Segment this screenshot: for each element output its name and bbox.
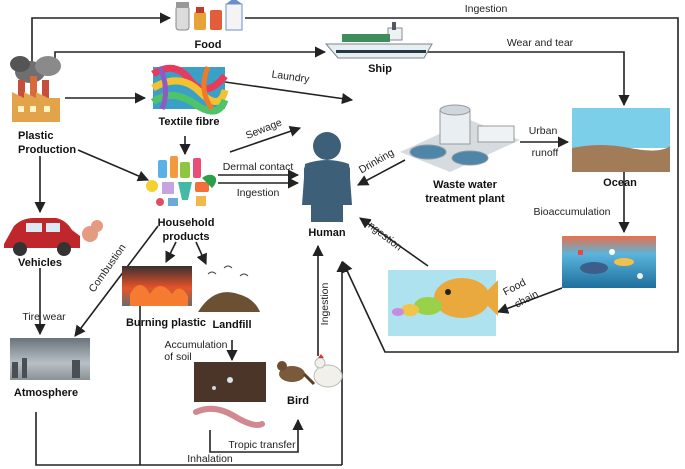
edge-ingestion-fish: Ingestion (363, 218, 404, 254)
node-waste-water-line2: treatment plant (425, 193, 505, 205)
textile-fibre-icon (150, 64, 229, 115)
edge-ingestion-household: Ingestion (237, 187, 280, 199)
car-icon (4, 218, 103, 256)
arrow-ship-to-ocean (420, 51, 630, 107)
arrow-household-sewage (229, 125, 302, 153)
node-vehicles: Vehicles (18, 257, 62, 269)
arrow-tropic-transfer (209, 418, 304, 453)
edge-bioaccumulation: Bioaccumulation (533, 206, 610, 218)
node-human: Human (308, 227, 346, 239)
arrow-textile-laundry (224, 81, 354, 105)
arrow-household-to-landfill (195, 241, 207, 266)
ship-icon (324, 22, 433, 59)
connectors (31, 12, 679, 466)
arrow-production-to-food (31, 12, 172, 62)
node-plastic-production-line2: Production (18, 144, 76, 156)
arrow-drinking (357, 159, 406, 186)
edge-wear-and-tear: Wear and tear (507, 37, 574, 49)
burning-plastic-icon (122, 266, 192, 306)
arrow-food-to-human-ingestion (245, 17, 679, 353)
node-household-line1: Household (158, 217, 215, 229)
node-waste-water-line1: Waste water (433, 179, 498, 191)
edge-inhalation: Inhalation (187, 453, 233, 465)
edge-urban-runoff-line2: runoff (532, 147, 559, 159)
edge-tire-wear: Tire wear (22, 311, 66, 323)
edge-drinking: Drinking (357, 146, 396, 176)
edge-dermal-contact: Dermal contact (223, 161, 294, 173)
human-icon (302, 132, 352, 222)
edge-sewage: Sewage (244, 116, 284, 141)
fish-food-chain-icon (388, 270, 498, 336)
arrow-household-to-burning (165, 241, 177, 264)
line-atmosphere-inhalation (35, 412, 342, 466)
factory-icon (10, 56, 61, 122)
node-burning-plastic: Burning plastic (126, 317, 206, 329)
bird-icon (277, 354, 343, 388)
arrow-fish-ingestion (359, 217, 429, 267)
atmosphere-icon (10, 338, 90, 380)
sea-pollution-icon (562, 236, 656, 288)
ocean-icon (572, 108, 670, 172)
node-landfill: Landfill (212, 319, 251, 331)
edge-ingestion-top: Ingestion (465, 3, 508, 15)
food-icon (175, 0, 243, 31)
node-atmosphere: Atmosphere (14, 387, 78, 399)
edge-accumulation-line1: Accumulation (164, 339, 227, 351)
waste-water-plant-icon (400, 104, 520, 172)
arrow-production-to-household (77, 149, 150, 182)
node-bird: Bird (287, 395, 309, 407)
node-food: Food (195, 39, 222, 51)
arrow-combustion (74, 225, 159, 337)
soil-worm-icon (193, 362, 266, 428)
edge-accumulation-line2: of soil (164, 351, 191, 363)
edge-laundry: Laundry (271, 68, 311, 85)
node-ocean: Ocean (603, 177, 637, 189)
arrow-food-chain (496, 287, 563, 314)
node-household-line2: products (162, 231, 209, 243)
node-plastic-production-line1: Plastic (18, 130, 53, 142)
edge-ingestion-bird: Ingestion (319, 283, 331, 326)
edge-tropic-transfer: Tropic transfer (228, 439, 296, 451)
edge-urban-runoff-line1: Urban (529, 125, 558, 137)
node-ship: Ship (368, 63, 392, 75)
arrow-production-to-ship (54, 46, 327, 62)
node-textile-fibre: Textile fibre (159, 116, 220, 128)
landfill-icon (198, 265, 260, 312)
household-products-icon (146, 156, 217, 206)
